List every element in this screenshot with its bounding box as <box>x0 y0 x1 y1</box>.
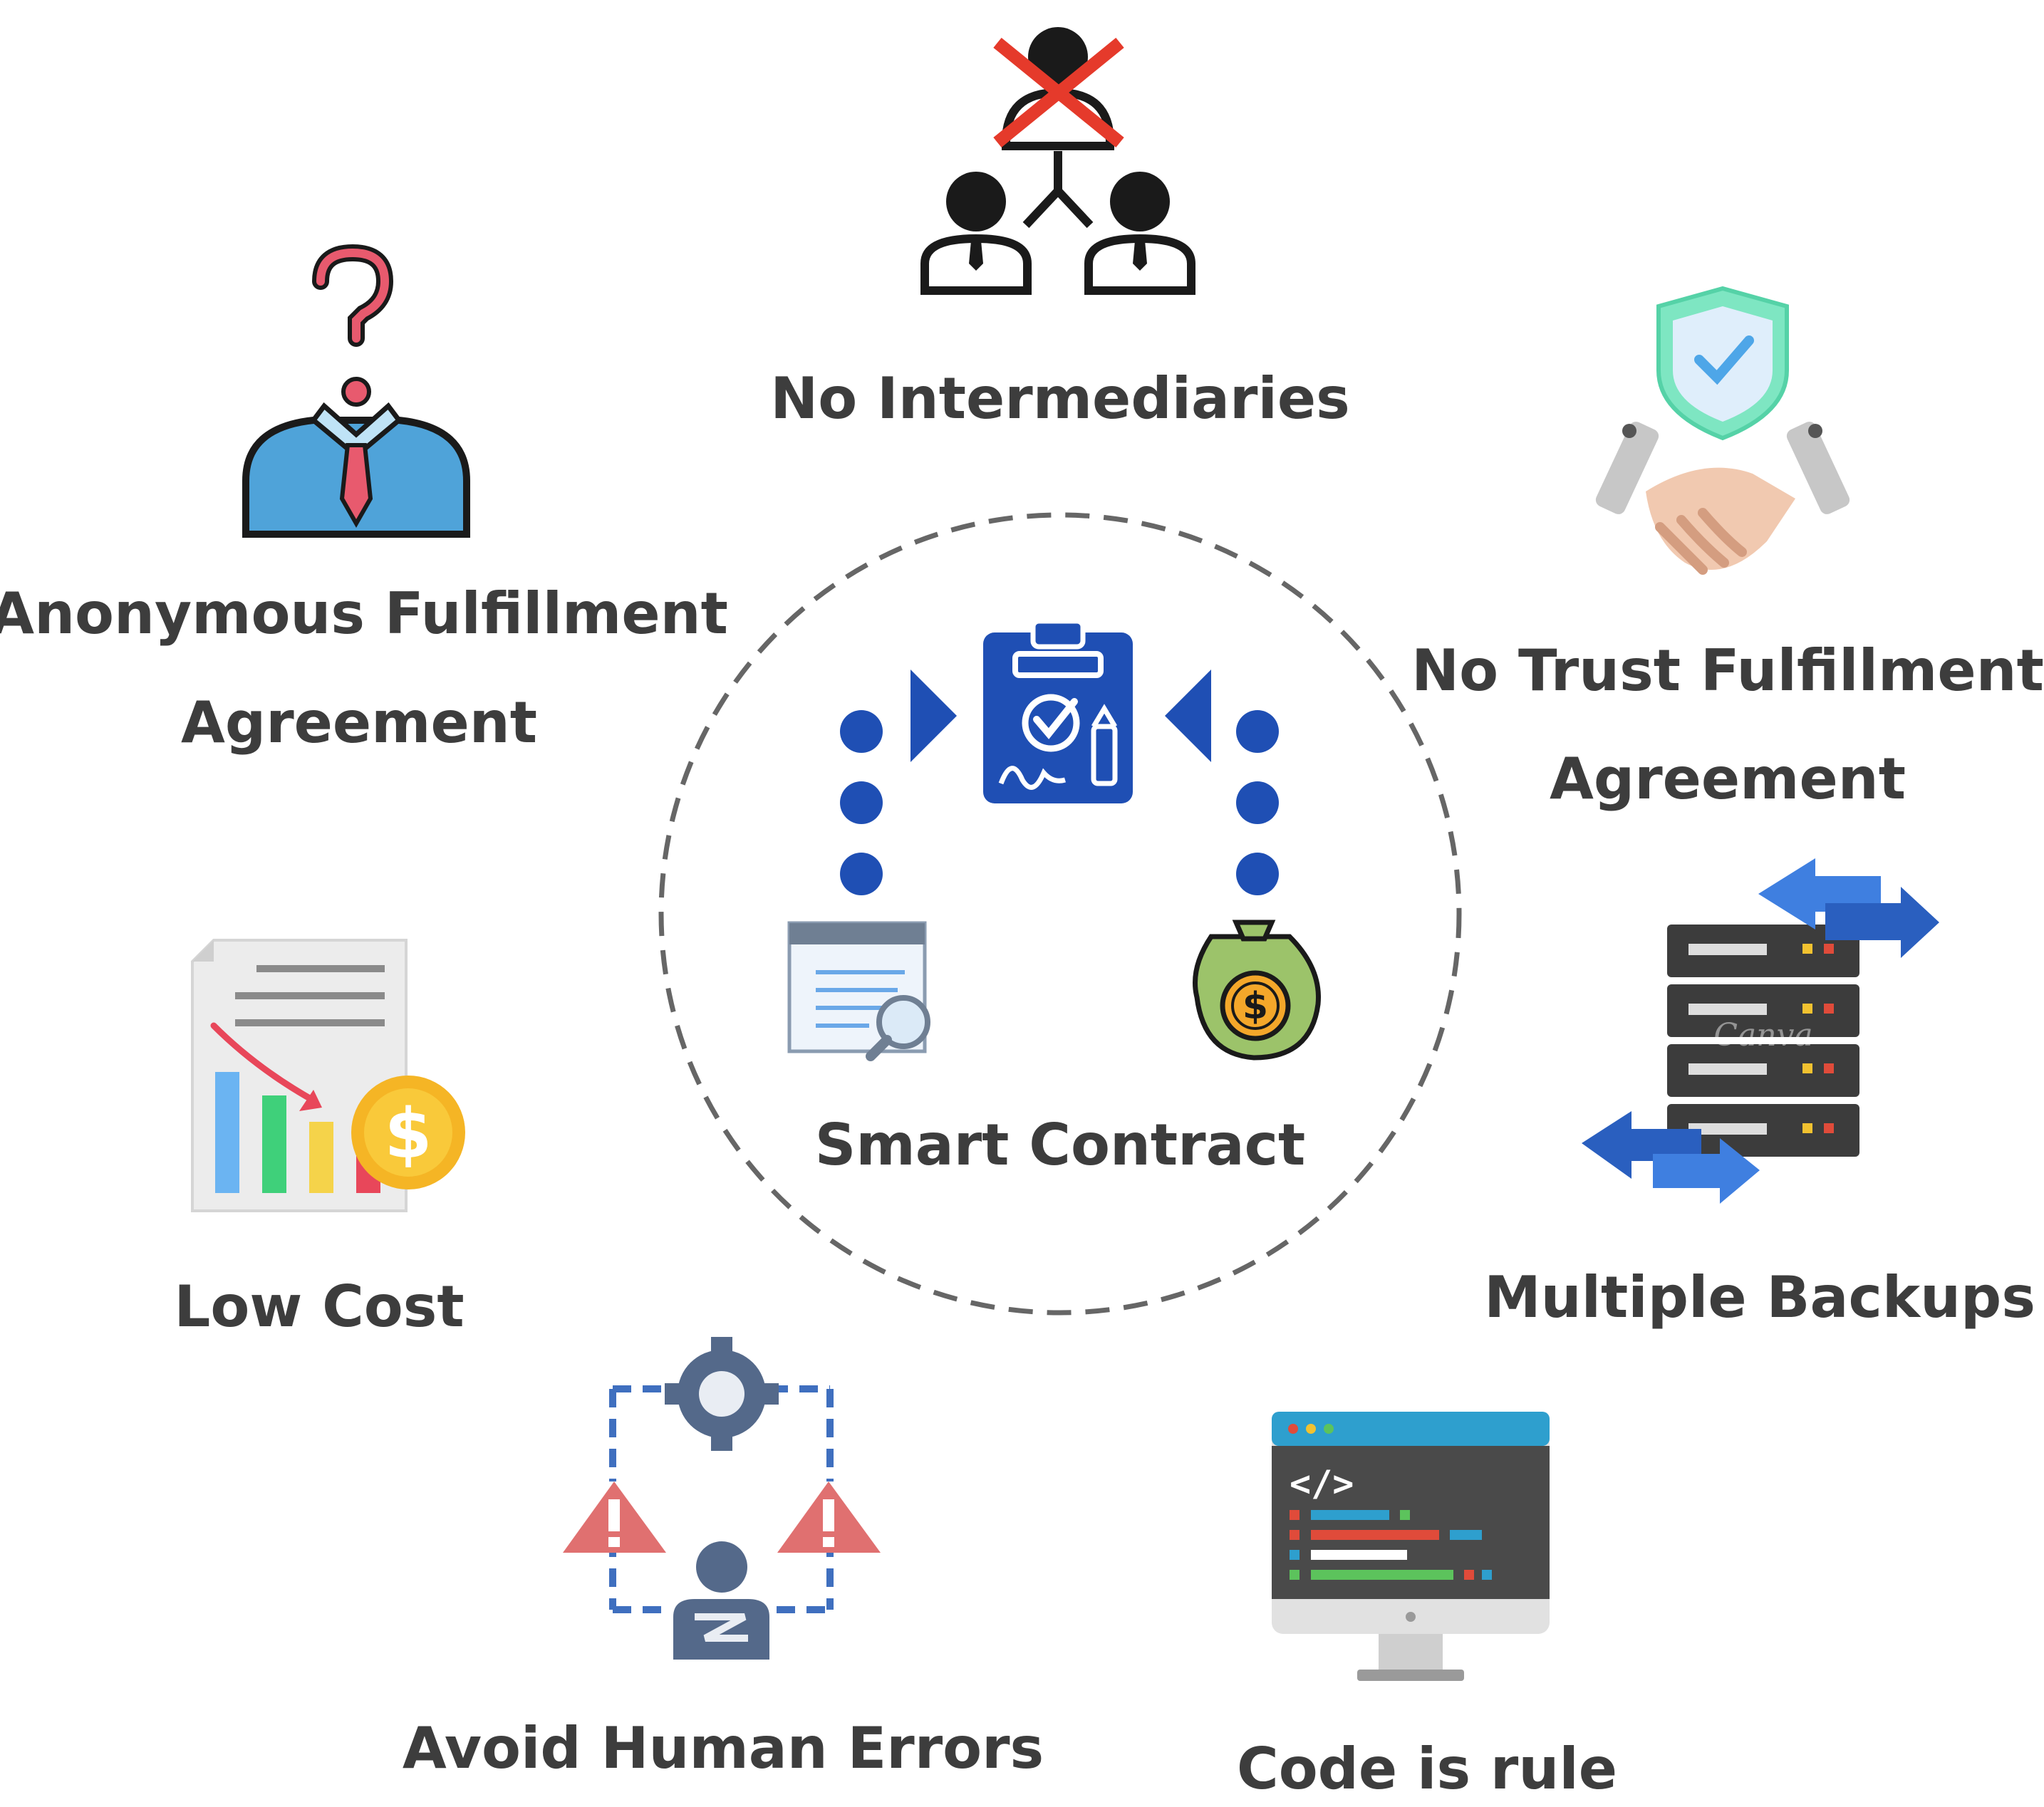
dotted-path-left <box>840 710 883 895</box>
svg-text:</>: </> <box>1290 1463 1354 1504</box>
anonymous-label-line2: Agreement <box>181 689 537 756</box>
canva-watermark: Canva <box>1713 1017 1812 1053</box>
code-monitor-icon: </> <box>1272 1412 1550 1681</box>
cost-report-icon: $ <box>191 939 465 1212</box>
no-intermediaries-label: No Intermediaries <box>770 365 1350 432</box>
avoid-human-errors-label: Avoid Human Errors <box>402 1715 1044 1781</box>
svg-text:$: $ <box>1243 985 1268 1028</box>
money-bag-icon: $ <box>1193 920 1321 1061</box>
arrow-right-icon <box>911 670 957 762</box>
smart-contract-label: Smart Contract <box>814 1112 1306 1178</box>
clipboard-contract-icon <box>983 618 1133 803</box>
anonymous-person-icon <box>242 244 470 538</box>
anonymous-label-line1: Anonymous Fulfillment <box>0 580 728 647</box>
no-trust-label-line1: No Trust Fulfillment <box>1411 637 2044 704</box>
trusted-handshake-icon <box>1595 286 1850 575</box>
dotted-path-right <box>1236 710 1279 895</box>
document-search-icon <box>787 921 930 1061</box>
server-backup-icon <box>1582 858 1939 1204</box>
svg-text:$: $ <box>385 1094 432 1174</box>
arrow-left-icon <box>1165 670 1211 762</box>
low-cost-label: Low Cost <box>174 1274 465 1340</box>
multiple-backups-label: Multiple Backups <box>1484 1264 2035 1330</box>
code-is-rule-label: Code is rule <box>1236 1736 1618 1802</box>
no-trust-label-line2: Agreement <box>1550 746 1906 812</box>
dashed-circle <box>658 512 1462 1316</box>
no-middleman-icon <box>920 27 1195 295</box>
human-error-icon <box>563 1337 881 1660</box>
